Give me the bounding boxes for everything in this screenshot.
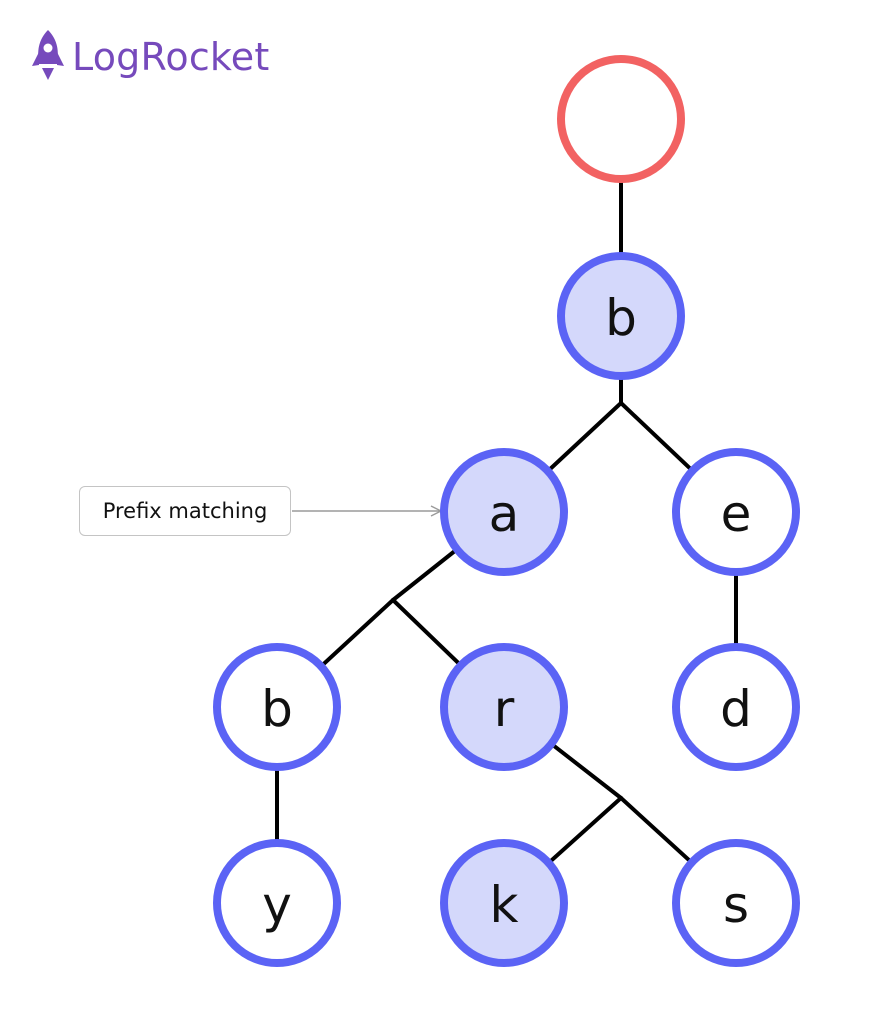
node-circle-k xyxy=(440,839,568,967)
node-circle-e xyxy=(672,448,800,576)
node-circle-a xyxy=(440,448,568,576)
node-label-e: e xyxy=(721,485,752,543)
brand-name: LogRocket xyxy=(72,35,270,79)
node-label-a: a xyxy=(489,485,520,543)
tree-node-a: a xyxy=(440,448,568,576)
tree-node-root xyxy=(557,55,685,183)
node-circle-root xyxy=(557,55,685,183)
node-label-b2: b xyxy=(261,680,293,738)
tree-nodes: b a e b r d y k s xyxy=(213,55,800,967)
node-circle-s xyxy=(672,839,800,967)
brand-logo: LogRocket xyxy=(30,28,269,86)
tree-node-b1: b xyxy=(557,252,685,380)
node-label-s: s xyxy=(723,876,749,934)
node-label-r: r xyxy=(494,680,515,738)
node-label-k: k xyxy=(490,876,519,934)
tree-node-d: d xyxy=(672,643,800,771)
tree-node-y: y xyxy=(213,839,341,967)
node-label-b1: b xyxy=(605,289,637,347)
node-circle-y xyxy=(213,839,341,967)
tree-node-k: k xyxy=(440,839,568,967)
node-circle-d xyxy=(672,643,800,771)
tree-node-r: r xyxy=(440,643,568,771)
node-label-d: d xyxy=(720,680,752,738)
node-circle-b1 xyxy=(557,252,685,380)
tree-node-e: e xyxy=(672,448,800,576)
prefix-matching-callout: Prefix matching xyxy=(79,486,291,536)
rocket-icon xyxy=(32,30,64,80)
tree-node-b2: b xyxy=(213,643,341,771)
node-circle-b2 xyxy=(213,643,341,771)
tree-edges xyxy=(275,117,738,905)
node-circle-r xyxy=(440,643,568,771)
tree-node-s: s xyxy=(672,839,800,967)
node-label-y: y xyxy=(262,876,292,934)
